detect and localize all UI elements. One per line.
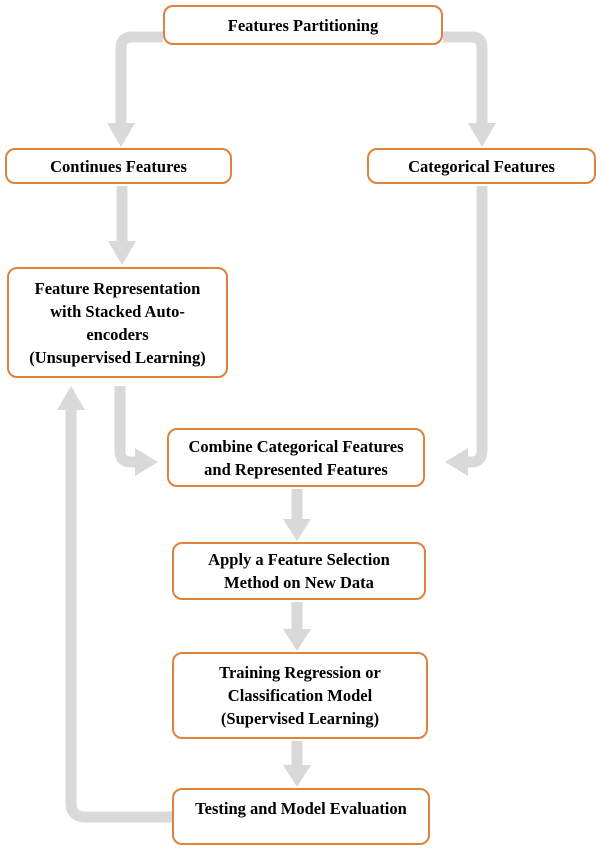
node-feature-selection: Apply a Feature Selection Method on New … xyxy=(172,542,426,600)
arrow-partitioning-to-continues xyxy=(107,31,163,147)
arrow-training-to-testing xyxy=(283,741,311,787)
arrow-partitioning-to-categorical xyxy=(443,31,496,147)
node-feature-representation: Feature Representation with Stacked Auto… xyxy=(7,267,228,378)
arrow-featurerep-to-combine xyxy=(114,386,158,476)
arrow-combine-to-selection xyxy=(283,489,311,541)
arrow-selection-to-training xyxy=(283,602,311,651)
node-training-model: Training Regression or Classification Mo… xyxy=(172,652,428,739)
node-features-partitioning: Features Partitioning xyxy=(163,5,443,45)
arrow-continues-to-featurerep xyxy=(108,186,136,265)
arrow-feedback-testing-to-featurerep xyxy=(57,386,172,823)
node-combine-features: Combine Categorical Features and Represe… xyxy=(167,428,425,487)
node-testing-evaluation: Testing and Model Evaluation xyxy=(172,788,430,845)
arrow-categorical-to-combine xyxy=(445,186,488,476)
node-continues-features: Continues Features xyxy=(5,148,232,184)
node-categorical-features: Categorical Features xyxy=(367,148,596,184)
